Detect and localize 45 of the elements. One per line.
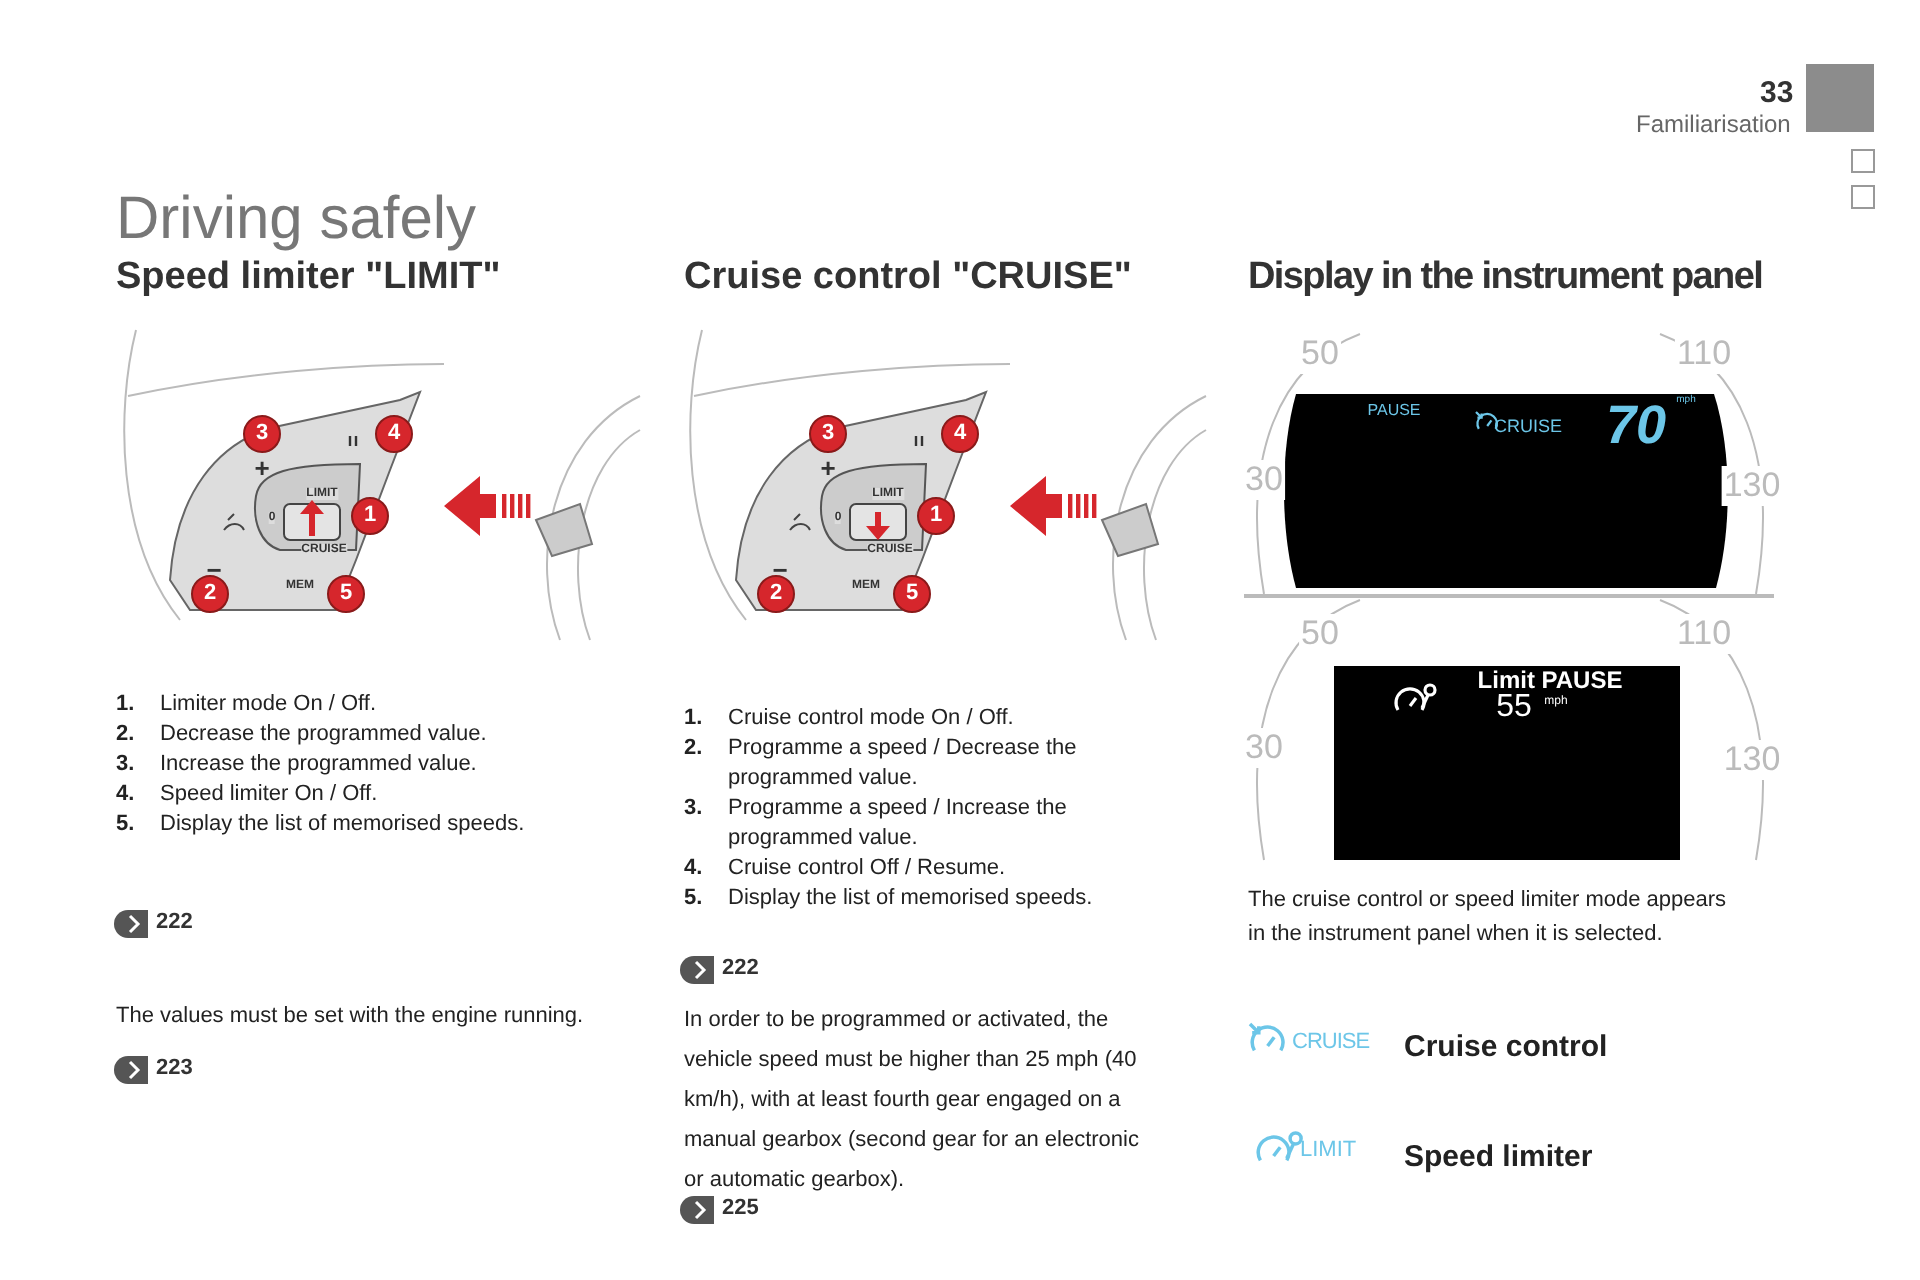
page-reference: 225 [722,1196,759,1220]
page-reference: 222 [722,956,759,980]
section-heading: Display in the instrument panel [1248,256,1763,300]
callout-number: 3 [243,415,281,453]
callout-number: 5 [893,575,931,613]
section-name: Familiarisation [1636,110,1791,138]
gauge-number: 110 [1674,334,1734,374]
display-text: PAUSE [1367,401,1421,419]
gauge-number: 130 [1721,740,1783,780]
icon-caption: CRUISE [1292,1030,1370,1054]
legend-label: Speed limiter [1404,1140,1593,1174]
note-text: In order to be programmed or activated, the vehicle speed must be higher than 25 mph (40 km/h), with at least fourth gear engaged on a manual gearbox (second gear for an electronic or automatic gearbox). [684,1006,1141,1196]
list-item: 4. Cruise control Off / Resume. [684,854,1008,884]
list-item: 5. Display the list of memorised speeds. [684,884,1095,914]
callout-number: 3 [809,415,847,453]
page-reference: 222 [156,910,193,934]
button-symbol: + [820,453,836,483]
gauge-number: 50 [1299,334,1341,374]
gauge-number: 110 [1674,614,1734,654]
list-item: 3. Increase the programmed value. [116,750,479,780]
section-heading: Cruise control "CRUISE" [684,256,1132,300]
page-reference: 223 [156,1056,193,1080]
button-symbol: + [254,453,270,483]
page-number: 33 [1760,76,1794,110]
speed-readout: 55 [1496,690,1532,726]
list-item: 4. Speed limiter On / Off. [116,780,380,810]
note-text: The values must be set with the engine running. [116,1004,584,1028]
display-text: Limit PAUSE [1477,666,1623,694]
speed-readout: 70 [1605,395,1667,457]
gauge-number: 130 [1721,466,1783,506]
list-item: 1. Cruise control mode On / Off. [684,704,1016,734]
legend-label: Cruise control [1404,1030,1608,1064]
section-heading: Speed limiter "LIMIT" [116,256,501,300]
callout-number: 5 [327,575,365,613]
list-item: 3. Programme a speed / Increase the programmed value. [684,794,1069,854]
page-title: Driving safely [116,186,477,254]
list-item: 2. Programme a speed / Decrease the programmed value. [684,734,1079,794]
description-text: The cruise control or speed limiter mode appears in the instrument panel when it is selected. [1248,886,1728,950]
display-text: CRUISE [1494,416,1562,436]
gauge-number: 30 [1243,728,1285,768]
list-item: 2. Decrease the programmed value. [116,720,489,750]
icon-caption: LIMIT [1300,1138,1357,1162]
list-item: 5. Display the list of memorised speeds. [116,810,527,840]
list-item: 1. Limiter mode On / Off. [116,690,379,720]
gauge-number: 30 [1243,460,1285,500]
